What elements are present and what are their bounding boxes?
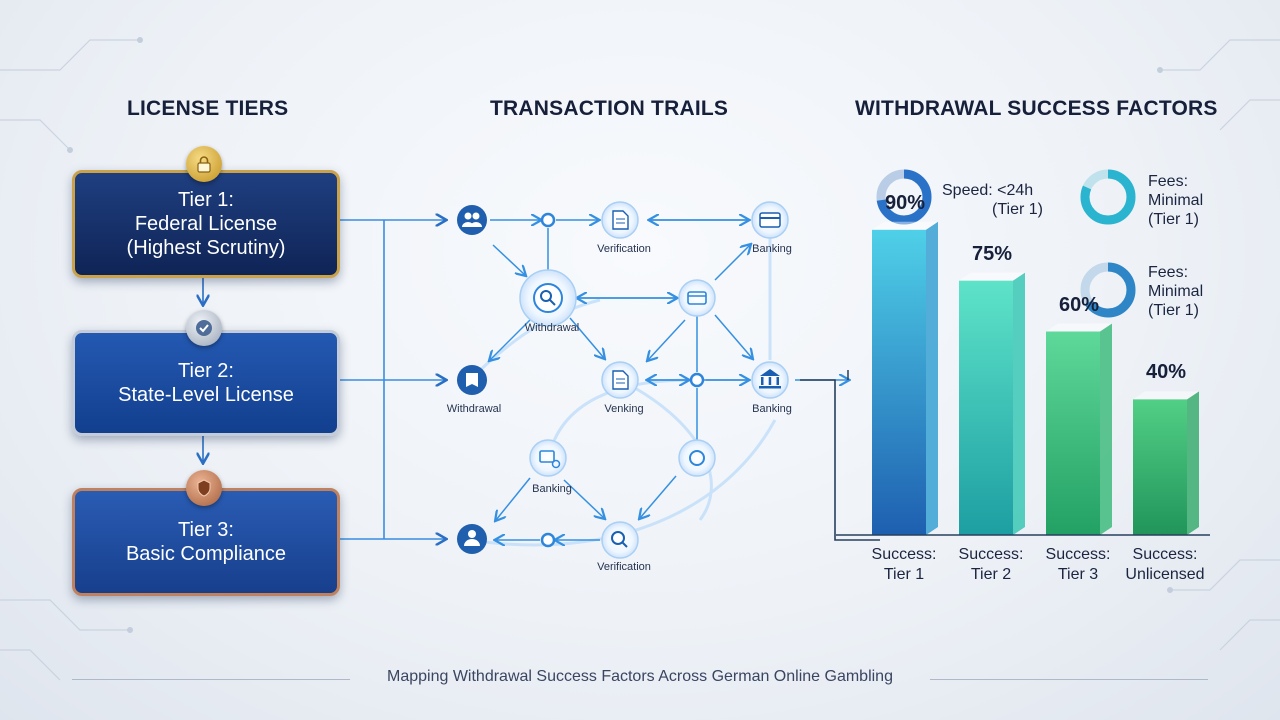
- fees-stat-1-label: Fees:: [1148, 173, 1189, 190]
- withdrawal-factors-title: WITHDRAWAL SUCCESS FACTORS: [855, 97, 1218, 120]
- bar-2: [959, 272, 1025, 535]
- fees-stat-2: Fees: Minimal (Tier 1): [1148, 263, 1203, 320]
- bar-side-2: [1013, 272, 1025, 535]
- fees-stat-2-tier: (Tier 1): [1148, 302, 1199, 319]
- bar-front-4: [1133, 399, 1187, 535]
- fees-stat-1-value: Minimal: [1148, 192, 1204, 209]
- bar-side-1: [926, 221, 938, 535]
- bar-side-3: [1100, 323, 1112, 535]
- value-label-1: 90%: [884, 191, 926, 214]
- tier-1-note: (Highest Scrutiny): [126, 237, 286, 259]
- speed-stat-value: Speed: <24h: [942, 182, 1034, 199]
- node-label-verification-top: Verification: [597, 243, 651, 255]
- node-label-venking: Venking: [604, 403, 644, 415]
- value-label-3: 60%: [1058, 293, 1100, 316]
- node-label-banking-top: Banking: [752, 243, 792, 255]
- node-label-withdrawal-mid: Withdrawal: [524, 322, 580, 334]
- bar-front-2: [959, 280, 1013, 535]
- category-label-4: Success:Unlicensed: [1125, 546, 1205, 583]
- tier-1-title: Tier 1:: [178, 189, 234, 211]
- node-label-banking-right: Banking: [752, 403, 792, 415]
- category-label-1: Success:Tier 1: [871, 546, 937, 583]
- node-label-verification-bottom: Verification: [597, 561, 651, 573]
- footer-line-right: [930, 679, 1208, 680]
- tier-3-title: Tier 3:: [178, 519, 234, 541]
- bar-top-1: [872, 221, 938, 230]
- bar-front-1: [872, 229, 926, 535]
- bar-4: [1133, 391, 1199, 535]
- value-label-4: 40%: [1145, 361, 1187, 384]
- fees-stat-2-label: Fees:: [1148, 264, 1189, 281]
- footer-caption: Mapping Withdrawal Success Factors Acros…: [387, 668, 893, 685]
- speed-stat-tier: (Tier 1): [992, 201, 1043, 218]
- lock-icon: [186, 146, 222, 182]
- tier-1-name: Federal License: [134, 213, 278, 235]
- node-label-banking-low: Banking: [532, 483, 572, 495]
- bar-3: [1046, 323, 1112, 535]
- footer-line-left: [72, 679, 350, 680]
- shield-icon: [186, 470, 222, 506]
- fees-stat-2-value: Minimal: [1148, 283, 1204, 300]
- bar-1: [872, 221, 938, 535]
- speed-stat: Speed: <24h (Tier 1): [942, 181, 1043, 219]
- tier-2-title: Tier 2:: [178, 360, 234, 382]
- category-label-3: Success:Tier 3: [1045, 546, 1111, 583]
- tier-2-name: State-Level License: [118, 384, 294, 406]
- bar-side-4: [1187, 391, 1199, 535]
- tier-3-name: Basic Compliance: [125, 543, 287, 565]
- value-label-2: 75%: [971, 242, 1013, 265]
- node-label-withdrawal-left: Withdrawal: [446, 403, 502, 415]
- bar-top-2: [959, 272, 1025, 281]
- fees-stat-1-tier: (Tier 1): [1148, 211, 1199, 228]
- bar-front-3: [1046, 331, 1100, 535]
- transaction-trails-title: TRANSACTION TRAILS: [490, 97, 729, 120]
- check-icon: [186, 310, 222, 346]
- bar-top-3: [1046, 323, 1112, 332]
- category-label-2: Success:Tier 2: [958, 546, 1024, 583]
- license-tiers-title: LICENSE TIERS: [127, 97, 289, 120]
- fees-stat-1: Fees: Minimal (Tier 1): [1148, 172, 1203, 229]
- bar-top-4: [1133, 391, 1199, 400]
